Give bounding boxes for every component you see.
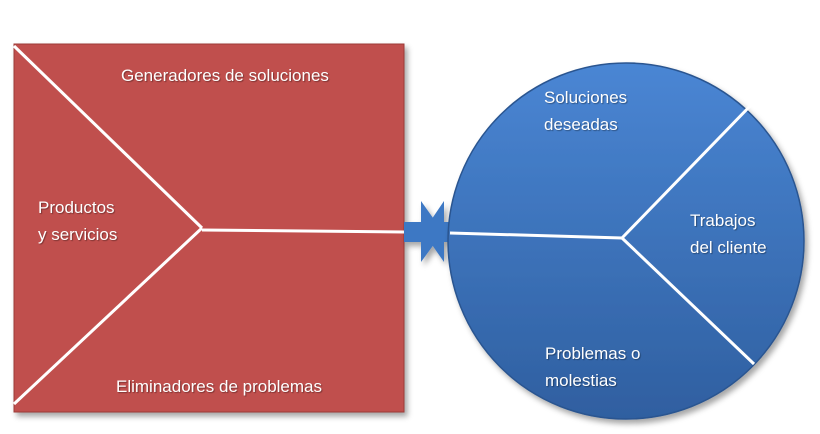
customer-profile-dividers: [449, 102, 756, 366]
arrow-left: [423, 201, 458, 262]
divider-bottom-diagonal: [12, 226, 204, 406]
gains-line-2: deseadas: [544, 115, 618, 134]
divider-lower: [620, 236, 756, 366]
customer-jobs-line-1: Trabajos: [690, 211, 756, 230]
products-services-label: Productos y servicios: [38, 194, 117, 248]
gains-label: Soluciones deseadas: [544, 84, 627, 138]
connector-arrows: [404, 201, 458, 262]
pains-line-2: molestias: [545, 371, 617, 390]
products-services-line-1: Productos: [38, 198, 115, 217]
customer-jobs-label: Trabajos del cliente: [690, 207, 767, 261]
products-services-line-2: y servicios: [38, 225, 118, 244]
divider-horizontal: [201, 228, 405, 234]
divider-upper: [620, 102, 754, 240]
value-map-square: [13, 43, 405, 413]
gain-creators-label: Generadores de soluciones: [121, 66, 329, 85]
customer-jobs-line-2: del cliente: [690, 238, 767, 257]
pains-line-1: Problemas o: [545, 344, 641, 363]
divider-top-diagonal: [12, 44, 204, 230]
gains-line-1: Soluciones: [544, 88, 628, 107]
pain-relievers-label: Eliminadores de problemas: [116, 377, 322, 396]
divider-left: [449, 231, 623, 240]
value-map-dividers: [12, 44, 405, 406]
pains-label: Problemas o molestias: [545, 340, 640, 394]
